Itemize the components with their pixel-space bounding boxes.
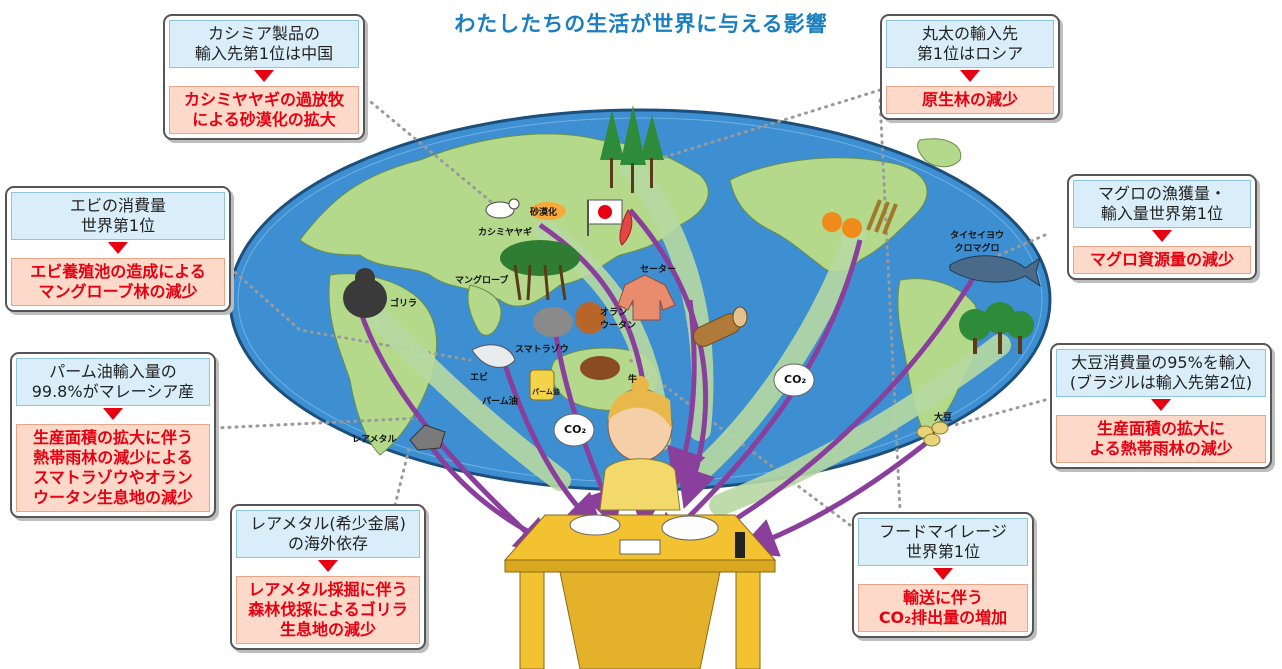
desert-label: 砂漠化 xyxy=(530,208,558,218)
tuna-icon xyxy=(949,255,1041,288)
palm-fact: パーム油輸入量の 99.8%がマレーシア産 xyxy=(16,358,210,406)
tuna-label: タイセイヨウ クロマグロ xyxy=(950,231,1005,254)
down-arrow-icon xyxy=(1073,228,1251,246)
logs-fact: 丸太の輸入先 第1位はロシア xyxy=(886,20,1054,68)
tuna-impact: マグロ資源量の減少 xyxy=(1073,246,1251,274)
girl-icon xyxy=(599,376,681,511)
europe-asia xyxy=(299,133,709,307)
raremetal-fact: レアメタル(希少金属) の海外依存 xyxy=(236,510,420,558)
rare-metal-label: レアメタル xyxy=(352,435,397,445)
rainforest-icon xyxy=(959,302,1034,354)
palm-card: パーム油輸入量の 99.8%がマレーシア産 生産面積の拡大に伴う 熱帯雨林の減少… xyxy=(10,352,216,518)
india-sea xyxy=(467,284,502,336)
shrimp-card: エビの消費量 世界第1位 エビ養殖池の造成による マングローブ林の減少 xyxy=(5,186,231,312)
down-arrow-icon xyxy=(858,566,1028,584)
tuna-card: マグロの漁獲量・ 輸入量世界第1位 マグロ資源量の減少 xyxy=(1067,174,1257,280)
gorilla-icon xyxy=(343,268,387,318)
conifer-trees-icon xyxy=(600,105,664,193)
greenland xyxy=(917,138,962,168)
rare-metal-rock-icon xyxy=(409,424,446,451)
co2-label-a: CO₂ xyxy=(564,423,587,436)
co2-cloud-icon xyxy=(553,363,815,447)
shrimp-fact: エビの消費量 世界第1位 xyxy=(11,192,225,240)
log-icon xyxy=(692,306,748,347)
goat-label: カシミヤヤギ xyxy=(478,228,533,238)
down-arrow-icon xyxy=(236,558,420,576)
cashmere-impact: カシミヤヤギの過放牧 による砂漠化の拡大 xyxy=(169,86,359,134)
shrimp-label: エビ xyxy=(470,373,489,383)
page-title: わたしたちの生活が世界に与える影響 xyxy=(454,12,828,36)
cow-icon xyxy=(580,356,620,380)
down-arrow-icon xyxy=(11,240,225,258)
cashmere-card: カシミア製品の 輸入先第1位は中国 カシミヤヤギの過放牧 による砂漠化の拡大 xyxy=(163,14,365,140)
logs-card: 丸太の輸入先 第1位はロシア 原生林の減少 xyxy=(880,14,1060,120)
cashmere-fact: カシミア製品の 輸入先第1位は中国 xyxy=(169,20,359,68)
sweater-icon xyxy=(617,274,676,321)
shrimp-impact: エビ養殖池の造成による マングローブ林の減少 xyxy=(11,258,225,306)
japan xyxy=(619,209,633,246)
orange-wheat-icon xyxy=(822,199,898,238)
soy-fact: 大豆消費量の95%を輸入 (ブラジルは輸入先第2位) xyxy=(1056,349,1266,397)
soybean-icon xyxy=(916,421,949,447)
foodmileage-fact: フードマイレージ 世界第1位 xyxy=(858,518,1028,566)
orangutan-label: オラン ウータン xyxy=(600,308,637,331)
gorilla-label: ゴリラ xyxy=(390,299,418,309)
palm-oil-bottle-icon xyxy=(529,369,555,401)
soy-impact: 生産面積の拡大に よる熱帯雨林の減少 xyxy=(1056,415,1266,463)
logs-impact: 原生林の減少 xyxy=(886,86,1054,114)
desert-badge-icon xyxy=(530,202,566,220)
sweater-label: セーター xyxy=(640,265,677,275)
down-arrow-icon xyxy=(169,68,359,86)
down-arrow-icon xyxy=(886,68,1054,86)
japan-flag-icon xyxy=(587,199,623,236)
soy-card: 大豆消費量の95%を輸入 (ブラジルは輸入先第2位) 生産面積の拡大に よる熱帯… xyxy=(1050,343,1272,469)
raremetal-impact: レアメタル採掘に伴う 森林伐採によるゴリラ 生息地の減少 xyxy=(236,576,420,644)
cow-label: 牛 xyxy=(628,375,638,385)
goat-icon xyxy=(485,198,520,219)
down-arrow-icon xyxy=(16,406,210,424)
down-arrow-icon xyxy=(1056,397,1266,415)
raremetal-card: レアメタル(希少金属) の海外依存 レアメタル採掘に伴う 森林伐採によるゴリラ … xyxy=(230,504,426,650)
orangutan-icon xyxy=(575,302,605,334)
foodmileage-card: フードマイレージ 世界第1位 輸送に伴う CO₂排出量の増加 xyxy=(852,512,1034,638)
elephant-icon xyxy=(533,307,573,337)
elephant-label: スマトラゾウ xyxy=(515,345,569,355)
shrimp-icon xyxy=(471,344,516,368)
tuna-fact: マグロの漁獲量・ 輸入量世界第1位 xyxy=(1073,180,1251,228)
foodmileage-impact: 輸送に伴う CO₂排出量の増加 xyxy=(858,584,1028,632)
co2-label-b: CO₂ xyxy=(784,373,807,386)
soy-label: 大豆 xyxy=(934,413,953,423)
mangrove-icon xyxy=(500,240,580,301)
palm-oil-label: パーム油 xyxy=(482,397,518,407)
palm-can-label: パーム油 xyxy=(532,388,560,396)
table-icon xyxy=(503,514,777,669)
palm-impact: 生産面積の拡大に伴う 熱帯雨林の減少による スマトラゾウやオラン ウータン生息地… xyxy=(16,424,210,512)
mangrove-label: マングローブ xyxy=(455,276,509,286)
